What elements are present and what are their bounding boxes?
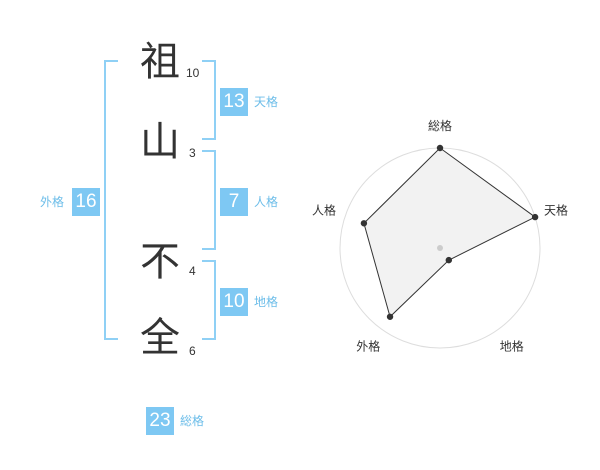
gaikaku-value: 16 [72,188,100,216]
stroke-count-2: 3 [189,146,196,160]
stroke-count-4: 6 [189,344,196,358]
soukaku-value: 23 [146,407,174,435]
chikaku-label: 地格 [254,295,279,309]
stroke-count-1: 10 [186,66,200,80]
radar-label-1: 天格 [544,202,568,217]
name-char-1: 祖 [140,39,180,85]
jinkaku-bracket [202,150,216,250]
tenkaku-label: 天格 [254,95,279,109]
chikaku-bracket [202,260,216,340]
gaikaku-label: 外格 [40,195,65,209]
radar-point-1 [531,213,539,221]
chikaku-value: 10 [220,288,248,316]
radar-point-0 [436,144,444,152]
radar-point-2 [445,256,453,264]
radar-label-3: 外格 [356,339,380,354]
stroke-count-3: 4 [189,264,196,278]
radar-label-0: 総格 [428,118,452,133]
name-char-2: 山 [140,119,180,165]
name-char-3: 不 [140,239,180,285]
tenkaku-value: 13 [220,88,248,116]
radar-label-4: 人格 [312,202,336,217]
radar-area [363,147,537,318]
soukaku-label: 総格 [180,414,205,428]
jinkaku-label: 人格 [254,195,279,209]
tenkaku-bracket [202,60,216,140]
gaikaku-bracket [104,60,118,340]
radar-center-dot [437,245,443,251]
jinkaku-value: 7 [220,188,248,216]
radar-point-4 [360,220,368,227]
name-char-4: 全 [140,315,180,361]
radar-points [360,144,539,320]
radar-point-3 [386,313,394,320]
radar-label-2: 地格 [500,339,524,354]
